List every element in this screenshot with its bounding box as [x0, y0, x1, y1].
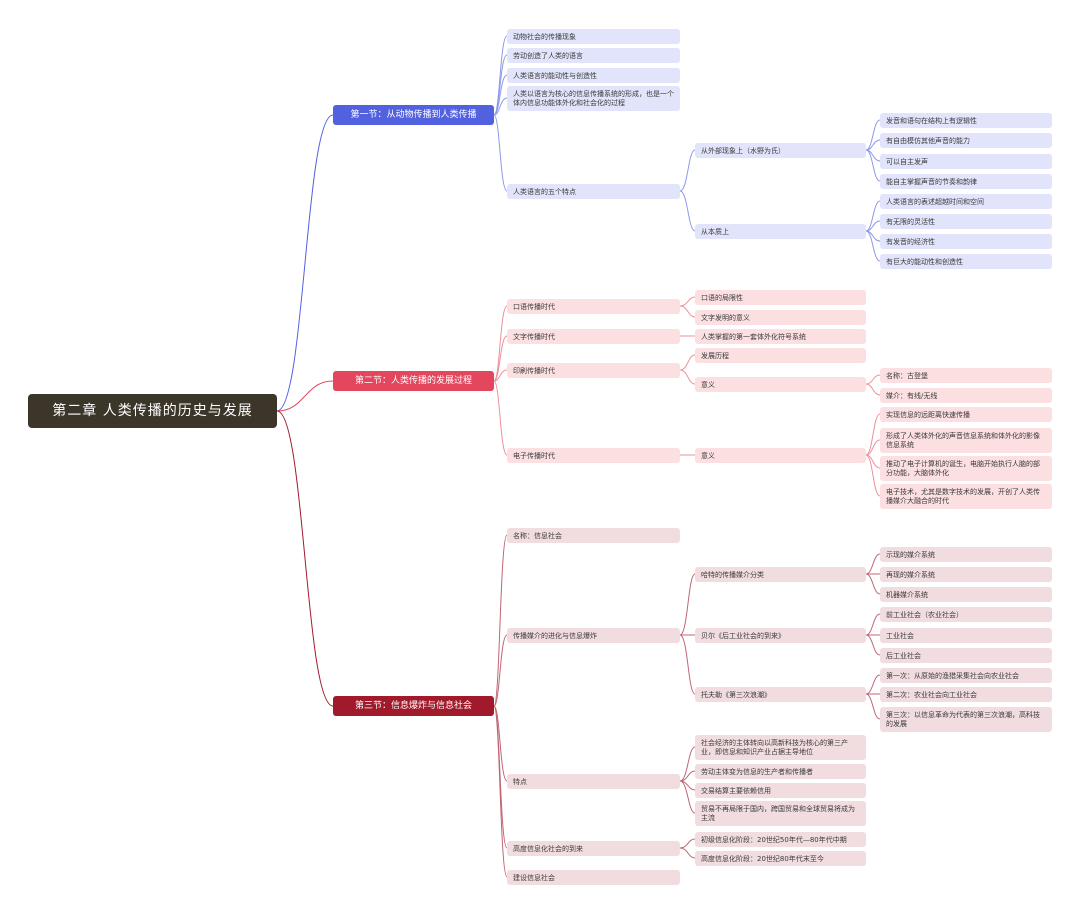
s3-toffler-item[interactable]: 第二次：农业社会向工业社会 — [880, 687, 1052, 702]
s3-bell-book[interactable]: 贝尔《后工业社会的到来》 — [695, 628, 866, 643]
s2-era-printing[interactable]: 印刷传播时代 — [507, 363, 680, 378]
s2-writing-item[interactable]: 人类掌握的第一套体外化符号系统 — [695, 329, 866, 344]
s2-oral-item[interactable]: 口语的局限性 — [695, 290, 866, 305]
s1-item-language-creativity[interactable]: 人类语言的能动性与创造性 — [507, 68, 680, 83]
s3-hart-classification[interactable]: 哈特的传播媒介分类 — [695, 567, 866, 582]
s2-printing-meaning[interactable]: 意义 — [695, 377, 866, 392]
s1-item-five-features[interactable]: 人类语言的五个特点 — [507, 184, 680, 199]
s1-essence-item[interactable]: 有巨大的能动性和创造性 — [880, 254, 1052, 269]
section-2-title[interactable]: 第二节：人类传播的发展过程 — [333, 371, 494, 391]
connector-s2-children — [493, 296, 881, 497]
s2-electronic-meaning[interactable]: 意义 — [695, 448, 866, 463]
s3-media-evolution[interactable]: 传播媒介的进化与信息爆炸 — [507, 628, 680, 643]
s3-hart-item[interactable]: 示现的媒介系统 — [880, 547, 1052, 562]
s2-oral-item[interactable]: 文字发明的意义 — [695, 310, 866, 325]
s3-hart-item[interactable]: 机器媒介系统 — [880, 587, 1052, 602]
s2-printing-history[interactable]: 发展历程 — [695, 348, 866, 363]
s3-high-info-society[interactable]: 高度信息化社会的到来 — [507, 841, 680, 856]
s2-era-oral[interactable]: 口语传播时代 — [507, 299, 680, 314]
s2-electronic-meaning-item[interactable]: 实现信息的远距离快速传播 — [880, 407, 1052, 422]
s3-bell-item[interactable]: 后工业社会 — [880, 648, 1052, 663]
s1-external-item[interactable]: 发音和语句在结构上有逻辑性 — [880, 113, 1052, 128]
s2-printing-meaning-item[interactable]: 名称：古登堡 — [880, 368, 1052, 383]
s1-external-item[interactable]: 能自主掌握声音的节奏和韵律 — [880, 174, 1052, 189]
s3-features[interactable]: 特点 — [507, 774, 680, 789]
s3-toffler-item[interactable]: 第一次：从原始的渔猎采集社会向农业社会 — [880, 668, 1052, 683]
s3-feature-item[interactable]: 劳动主体变为信息的生产者和传播者 — [695, 764, 866, 779]
s3-hart-item[interactable]: 再现的媒介系统 — [880, 567, 1052, 582]
s3-bell-item[interactable]: 前工业社会（农业社会） — [880, 607, 1052, 622]
s3-toffler-book[interactable]: 托夫勒《第三次浪潮》 — [695, 687, 866, 702]
s1-item-labor-language[interactable]: 劳动创造了人类的语言 — [507, 48, 680, 63]
s3-feature-item[interactable]: 社会经济的主体转向以高新科技为核心的第三产业，即信息和知识产业占据主导地位 — [695, 735, 866, 760]
s1-group-external[interactable]: 从外部现象上（水野为氏） — [695, 143, 866, 158]
connector-root-s3 — [276, 410, 334, 707]
s1-essence-item[interactable]: 有发音的经济性 — [880, 234, 1052, 249]
s2-era-electronic[interactable]: 电子传播时代 — [507, 448, 680, 463]
connector-root-s2 — [276, 380, 334, 412]
connector-root-s1 — [276, 114, 334, 412]
s2-electronic-meaning-item[interactable]: 形成了人类体外化的声音信息系统和体外化的影像信息系统 — [880, 428, 1052, 453]
s2-electronic-meaning-item[interactable]: 推动了电子计算机的诞生，电脑开始执行人脑的部分功能，大脑体外化 — [880, 456, 1052, 481]
s2-electronic-meaning-item[interactable]: 电子技术，尤其是数字技术的发展，开创了人类传播媒介大融合的时代 — [880, 484, 1052, 509]
s1-essence-item[interactable]: 人类语言的表述超越时间和空间 — [880, 194, 1052, 209]
connector-s3-children — [493, 534, 881, 878]
section-1-title[interactable]: 第一节：从动物传播到人类传播 — [333, 105, 494, 125]
root-topic[interactable]: 第二章 人类传播的历史与发展 — [28, 394, 277, 428]
s3-build-info-society[interactable]: 建设信息社会 — [507, 870, 680, 885]
section-3-title[interactable]: 第三节：信息爆炸与信息社会 — [333, 696, 494, 716]
s1-item-animal-communication[interactable]: 动物社会的传播现象 — [507, 29, 680, 44]
s3-info-stage-item[interactable]: 高度信息化阶段：20世纪80年代末至今 — [695, 851, 866, 866]
s3-name[interactable]: 名称：信息社会 — [507, 528, 680, 543]
s1-item-language-system[interactable]: 人类以语言为核心的信息传播系统的形成，也是一个体内信息功能体外化和社会化的过程 — [507, 86, 680, 111]
s3-info-stage-item[interactable]: 初级信息化阶段：20世纪50年代—80年代中期 — [695, 832, 866, 847]
s1-essence-item[interactable]: 有无限的灵活性 — [880, 214, 1052, 229]
s2-era-writing[interactable]: 文字传播时代 — [507, 329, 680, 344]
s3-bell-item[interactable]: 工业社会 — [880, 628, 1052, 643]
s3-toffler-item[interactable]: 第三次：以信息革命为代表的第三次浪潮，高科技的发展 — [880, 707, 1052, 732]
connector-s1-children — [493, 35, 881, 262]
s1-external-item[interactable]: 有自由模仿其他声音的能力 — [880, 133, 1052, 148]
s1-group-essence[interactable]: 从本质上 — [695, 224, 866, 239]
s3-feature-item[interactable]: 交易结算主要依赖信用 — [695, 783, 866, 798]
s2-printing-meaning-item[interactable]: 媒介：有线/无线 — [880, 388, 1052, 403]
s3-feature-item[interactable]: 贸易不再局限于国内，跨国贸易和全球贸易将成为主流 — [695, 801, 866, 826]
s1-external-item[interactable]: 可以自主发声 — [880, 154, 1052, 169]
